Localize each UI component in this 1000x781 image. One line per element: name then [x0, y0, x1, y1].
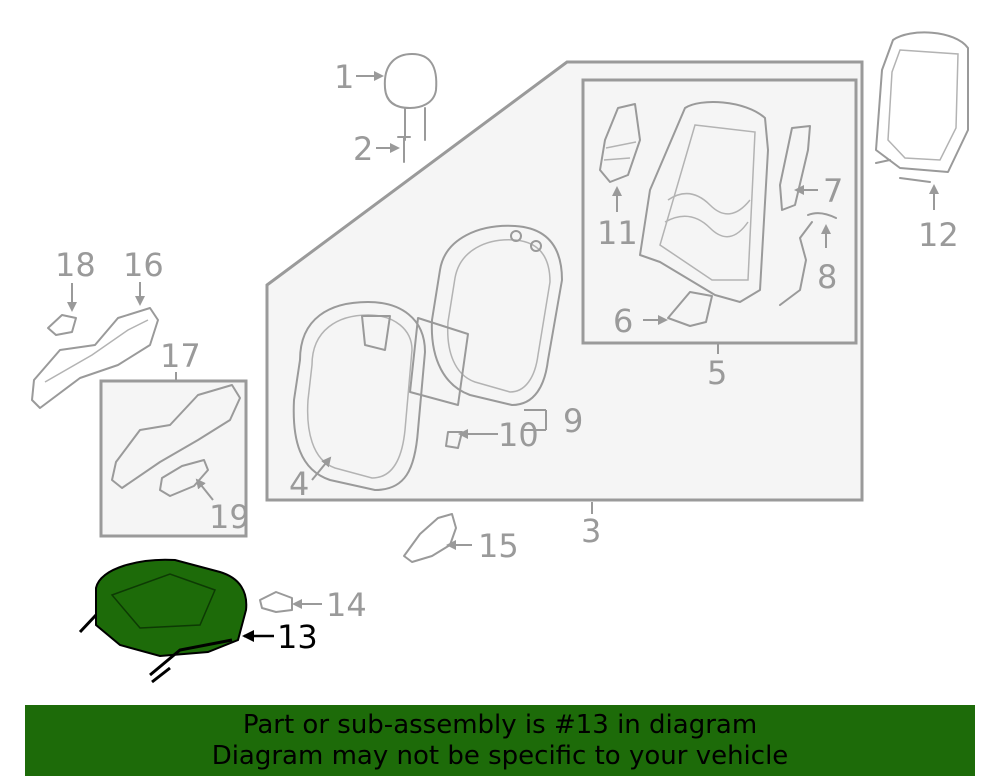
- cover-cap-part[interactable]: [47, 314, 77, 336]
- wire-harness-part[interactable]: [779, 212, 837, 306]
- mount-bracket-part[interactable]: [667, 291, 713, 327]
- seatback-pad-part[interactable]: [430, 224, 563, 406]
- side-shield-part[interactable]: [31, 307, 159, 409]
- callout-10[interactable]: 10: [498, 416, 539, 454]
- seat-cushion-assembly-part[interactable]: [78, 558, 248, 684]
- callout-16[interactable]: 16: [123, 246, 164, 284]
- callout-7[interactable]: 7: [823, 172, 843, 210]
- callout-8[interactable]: 8: [817, 258, 837, 296]
- callout-11[interactable]: 11: [597, 214, 638, 252]
- callout-19[interactable]: 19: [209, 498, 250, 536]
- callout-1[interactable]: 1: [334, 58, 354, 96]
- recline-handle-part[interactable]: [403, 513, 457, 563]
- clip-part[interactable]: [445, 431, 463, 449]
- callout-5[interactable]: 5: [707, 354, 727, 392]
- callout-6[interactable]: 6: [613, 302, 633, 340]
- cushion-clip-part[interactable]: [259, 591, 293, 613]
- side-cover-box: [99, 379, 248, 538]
- inner-side-cover-part[interactable]: [111, 384, 241, 489]
- callout-4[interactable]: 4: [289, 465, 309, 503]
- callout-3[interactable]: 3: [581, 512, 601, 550]
- callout-18[interactable]: 18: [55, 246, 96, 284]
- banner-line-1: Part or sub-assembly is #13 in diagram: [242, 709, 758, 740]
- callout-14[interactable]: 14: [326, 586, 367, 624]
- headrest-guide-part[interactable]: [397, 136, 411, 163]
- callout-2[interactable]: 2: [353, 130, 373, 168]
- callout-17[interactable]: 17: [160, 337, 201, 375]
- back-board-part[interactable]: [875, 31, 969, 183]
- banner-line-2: Diagram may not be specific to your vehi…: [211, 740, 789, 771]
- back-panel: [409, 317, 469, 406]
- callout-15[interactable]: 15: [478, 527, 519, 565]
- seatback-frame-part[interactable]: [639, 101, 769, 303]
- callout-9[interactable]: 9: [563, 402, 583, 440]
- knob-cover-part[interactable]: [159, 459, 209, 497]
- recliner-motor-part[interactable]: [599, 103, 641, 183]
- callout-12[interactable]: 12: [918, 216, 959, 254]
- headrest-part[interactable]: [383, 53, 438, 141]
- side-bracket-part[interactable]: [779, 125, 811, 211]
- callout-13[interactable]: 13: [277, 618, 318, 656]
- info-banner: Part or sub-assembly is #13 in diagram D…: [25, 705, 975, 776]
- seatback-cover-part[interactable]: [292, 301, 426, 491]
